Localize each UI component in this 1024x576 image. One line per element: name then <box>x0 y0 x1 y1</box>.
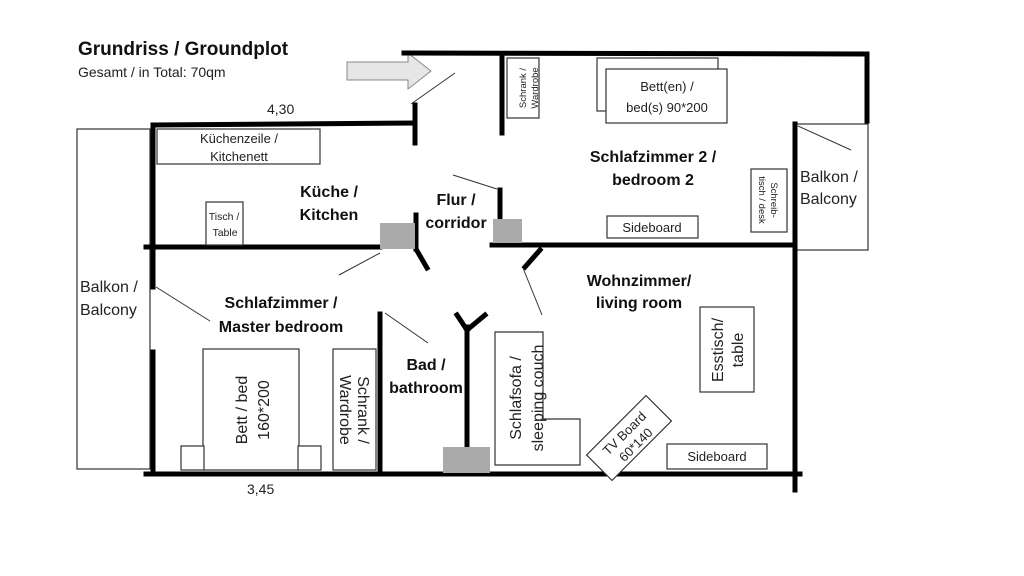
tv-board: TV Board 60*140 <box>585 394 673 482</box>
wardrobe-bedroom2-label-2: Wardrobe <box>530 67 541 108</box>
sideboard-living-label: Sideboard <box>687 449 746 464</box>
dining-table: Esstisch/ table <box>699 306 755 393</box>
beds-bedroom2-label-1: Bett(en) / <box>640 79 694 94</box>
master-wardrobe: Schrank / Wardrobe <box>332 348 377 471</box>
room-kitchen-label-1: Küche / <box>300 184 358 201</box>
room-corridor-label-2: corridor <box>425 215 486 232</box>
pillar <box>443 447 490 473</box>
master-wardrobe-label-2: Wardrobe <box>336 375 353 445</box>
master-bed: Bett / bed 160*200 <box>180 348 322 471</box>
dining-table-label-2: table <box>730 333 747 368</box>
balcony-left-label-2: Balcony <box>80 302 137 319</box>
sideboard-living: Sideboard <box>666 443 768 470</box>
wardrobe-bedroom2: Schrank / Wardrobe <box>506 57 541 119</box>
beds-bedroom2-label-2: bed(s) 90*200 <box>626 100 708 115</box>
dimension-top: 4,30 <box>267 101 294 117</box>
pillars <box>380 219 522 473</box>
room-master-label-2: Master bedroom <box>219 319 343 336</box>
dining-table-label-1: Esstisch/ <box>710 317 727 382</box>
room-bathroom-label-2: bathroom <box>389 380 463 397</box>
kitchenette: Küchenzeile / Kitchenett <box>156 128 321 165</box>
plan-title: Grundriss / Groundplot <box>78 39 289 60</box>
room-living-label-1: Wohnzimmer/ <box>587 273 692 290</box>
room-master-label-1: Schlafzimmer / <box>225 295 338 312</box>
door-swings <box>155 72 543 344</box>
sofa-label-2: sleeping couch <box>530 345 547 452</box>
balcony-right-label-2: Balcony <box>800 191 857 208</box>
kitchen-table-label-2: Table <box>212 227 237 239</box>
kitchen-table: Tisch / Table <box>205 201 244 246</box>
desk-label-1: Schreib- <box>768 182 779 217</box>
balcony-right: Balkon / Balcony <box>794 123 869 251</box>
kitchenette-label-2: Kitchenett <box>210 149 268 164</box>
dimension-bottom: 3,45 <box>247 481 274 497</box>
pillar <box>493 219 522 243</box>
master-bed-label-1: Bett / bed <box>234 376 251 445</box>
walls <box>143 50 870 493</box>
room-bathroom-label-1: Bad / <box>406 357 446 374</box>
desk-label-2: tisch / desk <box>756 176 767 224</box>
balcony-right-label-1: Balkon / <box>800 169 858 186</box>
room-kitchen-label-2: Kitchen <box>300 207 359 224</box>
kitchenette-label-1: Küchenzeile / <box>200 131 278 146</box>
sideboard-bedroom2-label: Sideboard <box>622 220 681 235</box>
sofa-label-1: Schlafsofa / <box>508 356 525 440</box>
room-living-label-2: living room <box>596 295 682 312</box>
sleeping-sofa: Schlafsofa / sleeping couch <box>494 331 581 466</box>
room-bedroom2-label-2: bedroom 2 <box>612 172 694 189</box>
sideboard-bedroom2: Sideboard <box>606 215 699 239</box>
beds-bedroom2: Bett(en) / bed(s) 90*200 <box>596 57 728 124</box>
master-bed-label-2: 160*200 <box>256 380 273 440</box>
wardrobe-bedroom2-label-1: Schrank / <box>518 68 529 108</box>
entrance-arrow-icon <box>346 51 432 91</box>
plan-subtitle: Gesamt / in Total: 70qm <box>78 64 226 80</box>
desk: Schreib- tisch / desk <box>750 168 788 233</box>
room-corridor-label-1: Flur / <box>436 192 476 209</box>
kitchen-table-label-1: Tisch / <box>209 211 240 223</box>
master-wardrobe-label-1: Schrank / <box>354 376 371 444</box>
balcony-left-label-1: Balkon / <box>80 279 138 296</box>
pillar <box>380 223 415 249</box>
room-bedroom2-label-1: Schlafzimmer 2 / <box>590 149 717 166</box>
balcony-left: Balkon / Balcony <box>76 128 151 470</box>
